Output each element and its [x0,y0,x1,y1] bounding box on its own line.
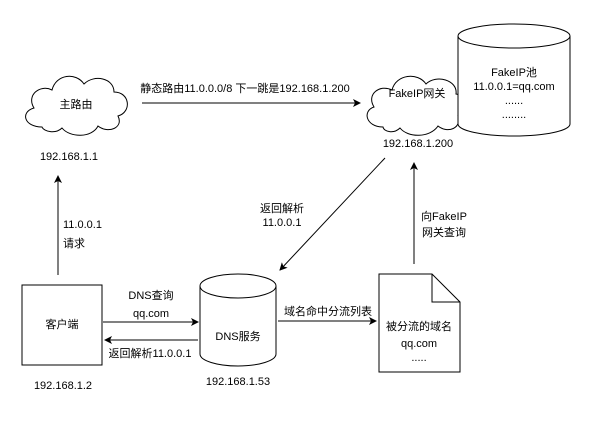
main-router-node: 主路由 192.168.1.1 [25,75,128,163]
return-parse-label: 返回解析 [260,201,304,215]
client-label: 客户端 [46,317,79,331]
client-box [21,284,103,366]
main-router-ip: 192.168.1.1 [40,151,98,163]
query-gateway-label-1: 向FakeIP [421,209,467,223]
edge-gateway-to-dns: 返回解析 11.0.0.1 [260,157,386,271]
split-domain-line1: qq.com [401,338,437,350]
domain-hit-label: 域名命中分流列表 [284,304,372,318]
edge-dns-to-client: 返回解析11.0.0.1 [104,336,198,360]
edge-static-route: 静态路由11.0.0.0/8 下一跳是192.168.1.200 [140,81,361,107]
static-route-label: 静态路由11.0.0.0/8 下一跳是192.168.1.200 [140,81,350,95]
fakeip-gateway-node: FakeIP网关 192.168.1.200 [366,75,468,150]
fakeip-pool-cylinder-icon [457,36,571,137]
client-ip: 192.168.1.2 [34,380,92,392]
return-to-client-label: 返回解析11.0.0.1 [109,346,192,360]
dns-service-cylinder-icon [199,286,277,367]
edge-domain-to-gateway: 向FakeIP 网关查询 [410,162,467,264]
split-domain-title: 被分流的域名 [386,319,452,333]
dns-query-label: DNS查询 [128,288,173,302]
main-router-cloud-icon [25,75,128,136]
return-parse-ip: 11.0.0.1 [263,217,302,229]
client-request-ip: 11.0.0.1 [63,219,102,231]
fakeip-pool-line3: ........ [502,109,526,121]
dns-service-label: DNS服务 [215,330,260,343]
split-domain-document-icon [378,273,461,373]
fakeip-gateway-ip: 192.168.1.200 [383,138,453,150]
dns-service-cylinder-top-icon [199,273,277,299]
edge-client-to-dns: DNS查询 qq.com [103,288,199,326]
dns-query-domain: qq.com [133,308,169,320]
fakeip-pool-title: FakeIP池 [491,66,537,79]
query-gateway-label-2: 网关查询 [422,225,466,239]
main-router-label: 主路由 [60,97,93,111]
split-domain-line2: ..... [411,352,426,364]
fakeip-pool-cylinder-top-icon [457,23,571,49]
fakeip-pool-line2: ...... [505,95,523,107]
dns-service-node: DNS服务 192.168.1.53 [199,273,277,388]
fakeip-pool-line1: 11.0.0.1=qq.com [473,81,554,93]
fakeip-gateway-label: FakeIP网关 [389,86,446,100]
return-parse-arrow [279,157,386,271]
fakeip-pool-node: FakeIP池 11.0.0.1=qq.com ...... ........ [457,23,571,137]
split-domain-node: 被分流的域名 qq.com ..... [378,273,461,373]
client-node: 客户端 192.168.1.2 [21,284,103,392]
fakeip-gateway-cloud-icon [366,75,468,136]
edge-client-to-router: 11.0.0.1 请求 [54,175,102,275]
edge-dns-to-domain: 域名命中分流列表 [278,304,377,325]
client-request-label: 请求 [63,237,85,250]
dns-service-ip: 192.168.1.53 [206,376,270,388]
document-fold-icon [431,274,460,303]
